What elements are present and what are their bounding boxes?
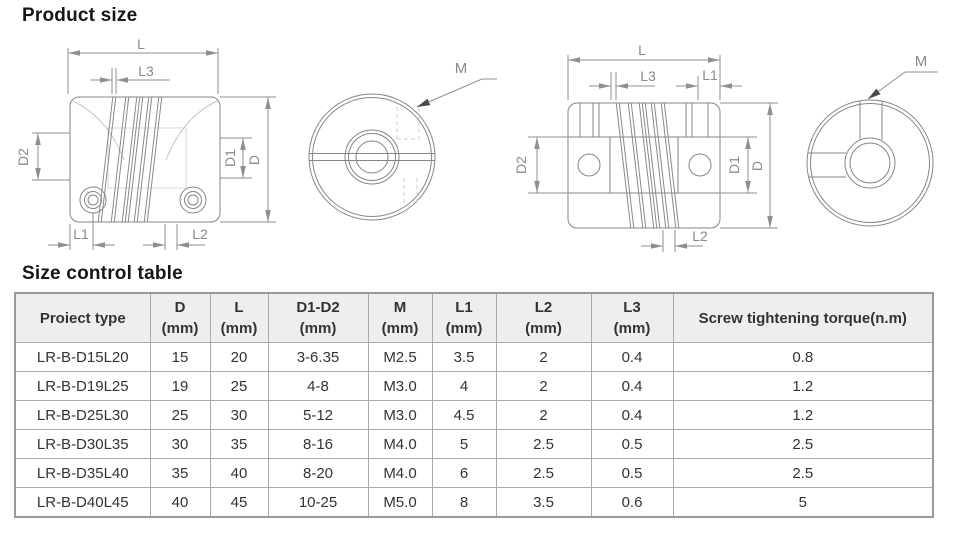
col-header-project-type: Proiect type	[14, 292, 151, 343]
dim-label-d2: D2	[513, 156, 529, 174]
cell-project-type: LR-B-D35L40	[14, 458, 151, 488]
side-view-clamp-coupling	[567, 102, 721, 229]
dim-label-d1: D1	[726, 156, 742, 174]
dim-label-d: D	[749, 161, 765, 171]
col-header-d1-d2: D1-D2(mm)	[267, 292, 369, 343]
coupling-body	[69, 96, 221, 223]
dim-label-d: D	[246, 155, 262, 165]
cell-project-type: LR-B-D15L20	[14, 342, 151, 372]
dim-label-l3: L3	[138, 63, 154, 79]
thread-label-m-left: M	[455, 60, 468, 77]
cell-project-type: LR-B-D40L45	[14, 487, 151, 518]
front-view-clamp-coupling	[806, 99, 934, 227]
size-control-table: Proiect type D(mm) L(mm) D1-D2(mm) M(mm)…	[14, 292, 934, 518]
dim-label-d1: D1	[222, 149, 238, 167]
dim-label-l3: L3	[640, 68, 656, 84]
cell-project-type: LR-B-D30L35	[14, 429, 151, 459]
cell-project-type: LR-B-D25L30	[14, 400, 151, 430]
header-row: Proiect type D(mm) L(mm) D1-D2(mm) M(mm)…	[14, 292, 934, 343]
dim-label-l1: L1	[73, 226, 89, 242]
set-screw-left	[79, 186, 107, 214]
clamp-screw-right	[688, 153, 712, 177]
col-header-torque: Screw tightening torque(n.m)	[672, 292, 934, 343]
dim-label-l1: L1	[702, 67, 718, 83]
table-title: Size control table	[22, 263, 183, 284]
col-header-l3: L3(mm)	[590, 292, 674, 343]
col-header-l1: L1(mm)	[431, 292, 497, 343]
technical-drawings: L L3 D2 D1 D L1 L2 M	[15, 36, 938, 252]
table-row: LR-B-D30L35 30 35 8-16 M4.0 5 2.5 0.5 2.…	[14, 429, 934, 459]
col-header-m: M(mm)	[367, 292, 433, 343]
dim-label-d2: D2	[15, 148, 31, 166]
coupling-body	[567, 102, 721, 229]
col-header-d: D(mm)	[149, 292, 211, 343]
table-row: LR-B-D19L25 19 25 4-8 M3.0 4 2 0.4 1.2	[14, 371, 934, 401]
table-row: LR-B-D15L20 15 20 3-6.35 M2.5 3.5 2 0.4 …	[14, 342, 934, 372]
dim-label-l2: L2	[192, 226, 208, 242]
side-view-setscrew-coupling	[69, 96, 221, 223]
dim-label-l: L	[638, 42, 646, 58]
table-row: LR-B-D35L40 35 40 8-20 M4.0 6 2.5 0.5 2.…	[14, 458, 934, 488]
set-screw-right	[179, 186, 207, 214]
clamp-screw-left	[577, 153, 601, 177]
m-leader-diagram-2	[416, 78, 497, 108]
thread-label-m-right: M	[915, 53, 928, 70]
dim-label-l2: L2	[692, 228, 708, 244]
col-header-l: L(mm)	[209, 292, 269, 343]
table-row: LR-B-D40L45 40 45 10-25 M5.0 8 3.5 0.6 5	[14, 487, 934, 518]
page-title: Product size	[22, 5, 138, 26]
col-header-l2: L2(mm)	[495, 292, 592, 343]
m-leader-diagram-4	[867, 71, 938, 100]
table-row: LR-B-D25L30 25 30 5-12 M3.0 4.5 2 0.4 1.…	[14, 400, 934, 430]
cell-project-type: LR-B-D19L25	[14, 371, 151, 401]
dimensions-diagram-1	[32, 48, 276, 250]
dimension-labels-diagram-1: L L3 D2 D1 D L1 L2	[15, 36, 262, 242]
dimensions-diagram-3	[528, 55, 778, 252]
dimension-labels-diagram-3: L L3 L1 D2 D1 D L2	[513, 42, 765, 244]
spiral-cut-lines	[615, 103, 680, 228]
spiral-cut-lines	[97, 97, 163, 222]
front-view-setscrew-coupling	[308, 93, 436, 221]
hidden-screw-hole-lines	[396, 107, 420, 206]
dim-label-l: L	[137, 36, 145, 52]
